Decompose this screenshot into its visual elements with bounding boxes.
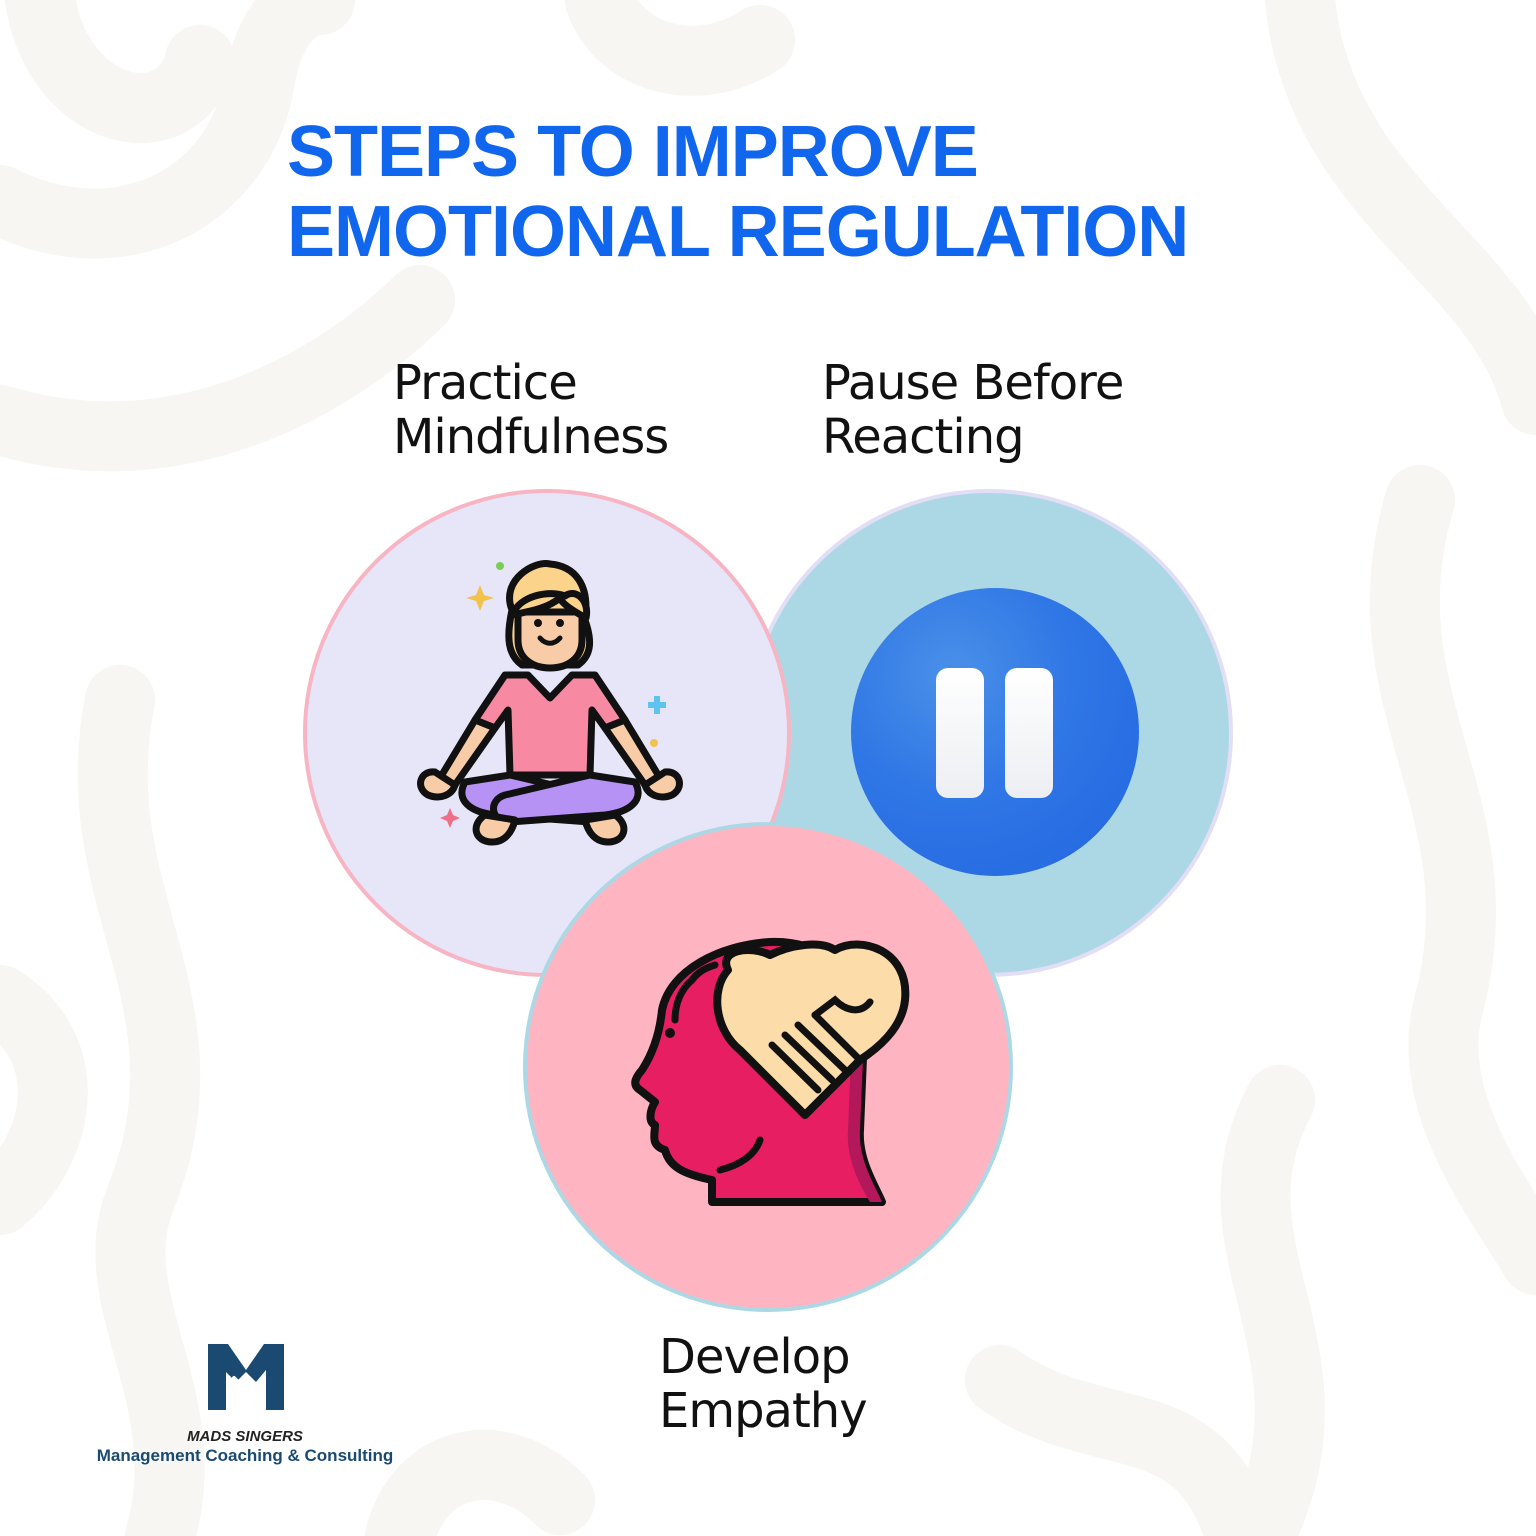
pause-bar-left (936, 668, 984, 798)
pause-bar-right (1005, 668, 1053, 798)
title-line-1: STEPS TO IMPROVE (287, 112, 979, 192)
pause-icon (851, 588, 1139, 876)
step-label-develop-empathy: Develop Empathy (659, 1329, 868, 1439)
m-logo-mark-icon (208, 1344, 284, 1410)
logo-tagline: Management Coaching & Consulting (96, 1446, 394, 1465)
logo-company-name: MADS SINGERS (187, 1428, 303, 1445)
head-handshake-heart-icon (631, 937, 910, 1206)
title-line-2: EMOTIONAL REGULATION (287, 192, 1189, 272)
page-title: STEPS TO IMPROVE EMOTIONAL REGULATION (287, 112, 1189, 272)
step-label-pause-before-reacting: Pause Before Reacting (822, 355, 1124, 465)
step-label-practice-mindfulness: Practice Mindfulness (393, 355, 669, 465)
meditating-person-icon (417, 560, 683, 846)
